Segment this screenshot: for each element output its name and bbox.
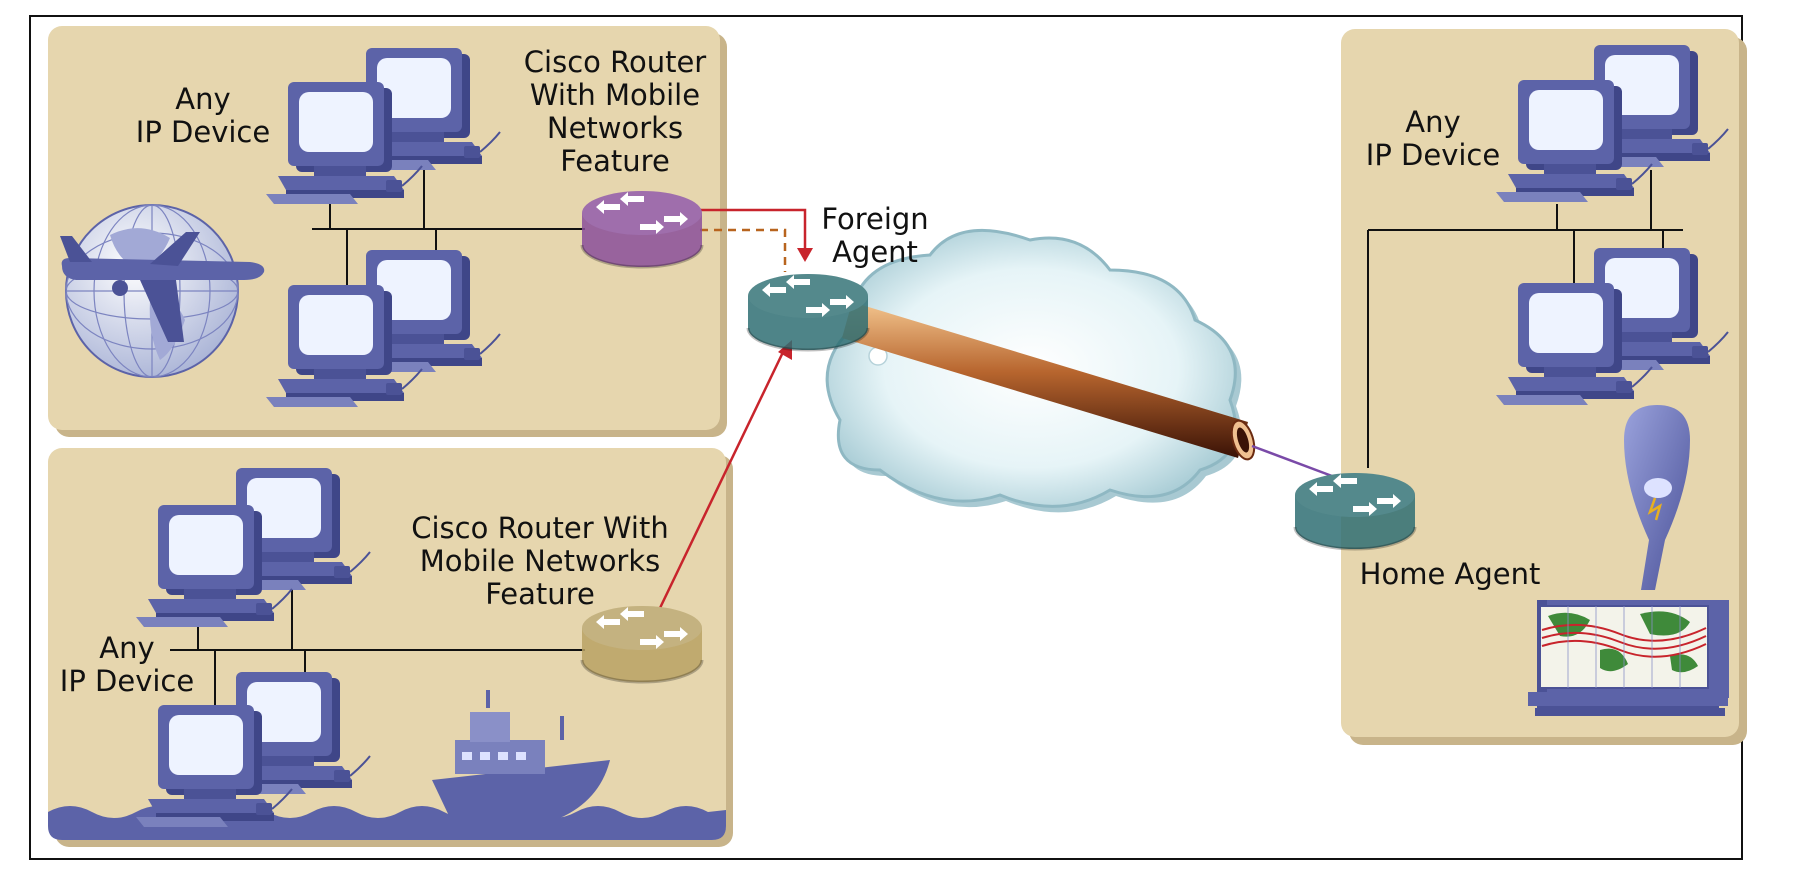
label-any-ip-device-right: Any IP Device — [1365, 105, 1501, 172]
router-icon — [746, 274, 870, 352]
weather-balloon-icon — [1624, 405, 1690, 590]
computer-icon — [136, 505, 293, 627]
label-cisco-router-bottom-left: Cisco Router With Mobile Networks Featur… — [411, 511, 669, 611]
tunnel — [842, 302, 1256, 461]
computer-icon — [266, 82, 423, 204]
arrows — [658, 208, 813, 609]
computer-icon — [266, 285, 423, 407]
label-any-ip-device-top-left: Any IP Device — [135, 82, 271, 149]
routers — [580, 191, 1417, 684]
lan-bottom-left — [170, 590, 585, 715]
computer-icon — [136, 705, 293, 827]
router-icon — [580, 191, 704, 269]
computer-icon — [344, 48, 501, 170]
computer-icon — [1496, 283, 1653, 405]
water-waves — [48, 806, 726, 840]
router-icon — [580, 606, 704, 684]
router-icon — [1293, 473, 1417, 551]
computer-icon — [1496, 80, 1653, 202]
airplane-icon — [60, 232, 265, 342]
ship-icon — [432, 690, 610, 818]
map-display-icon — [1528, 600, 1729, 716]
computers — [136, 45, 1729, 827]
tunnel-link — [1251, 444, 1333, 478]
lan-right — [1367, 170, 1683, 468]
label-cisco-router-top-left: Cisco Router With Mobile Networks Featur… — [523, 45, 707, 178]
label-any-ip-device-bottom-left: Any IP Device — [59, 631, 195, 698]
label-foreign-agent: Foreign Agent — [821, 202, 929, 269]
label-home-agent: Home Agent — [1359, 557, 1541, 591]
